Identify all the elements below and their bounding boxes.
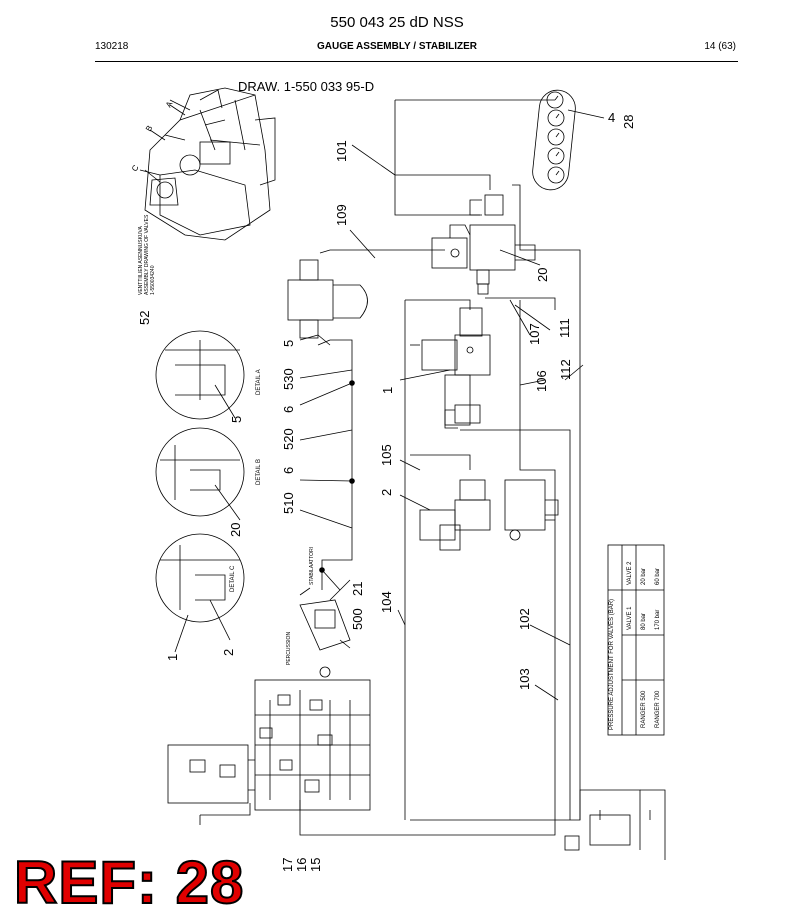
pressure-col-valve2: VALVE 2 — [627, 561, 633, 585]
pressure-table-grid — [607, 544, 665, 736]
pressure-col-valve1: VALVE 1 — [627, 606, 633, 630]
callout-28: 28 — [621, 115, 636, 129]
document-number: 130218 — [95, 41, 129, 52]
callout-52: 52 — [137, 311, 152, 325]
callout-106: 106 — [534, 370, 549, 392]
detail-circles — [155, 330, 245, 623]
callout-21: 21 — [350, 582, 365, 596]
assembly-note-line-2: ASSEMBLY DRAWING OF VALVES — [144, 214, 150, 295]
valve-block-1 — [421, 307, 491, 429]
section-title: GAUGE ASSEMBLY / STABILIZER — [316, 41, 478, 52]
assembly-note: VENTTIILIEN ASENNUSKUVA ASSEMBLY DRAWING… — [138, 214, 156, 295]
junction-dots — [319, 380, 355, 573]
gauge-panel — [532, 89, 605, 191]
callout-109: 109 — [334, 204, 349, 226]
pressure-row-700-valve1: 170 bar — [655, 610, 661, 630]
accumulator — [287, 259, 368, 346]
drawing-reference: DRAW. 1-550 033 95-D — [238, 79, 374, 94]
callout-2-detail: 2 — [221, 649, 236, 656]
callout-6-lower: 6 — [281, 467, 296, 474]
callout-5-detail: 5 — [229, 416, 244, 423]
callout-112: 112 — [558, 359, 573, 380]
callout-510: 510 — [281, 492, 296, 514]
callout-103: 103 — [517, 668, 532, 690]
callout-102: 102 — [517, 608, 532, 630]
callout-530: 530 — [281, 368, 296, 390]
assembly-view — [139, 87, 276, 241]
callout-20-top: 20 — [535, 268, 550, 282]
callout-1-main: 1 — [380, 387, 395, 394]
callout-107: 107 — [527, 323, 542, 345]
callout-111: 111 — [557, 318, 572, 338]
callout-2-main: 2 — [379, 489, 394, 496]
callout-20-detail: 20 — [228, 523, 243, 537]
hydraulic-schematic — [167, 666, 631, 851]
callout-6-upper: 6 — [281, 406, 296, 413]
pressure-table-title: PRESSURE ADJUSTMENT FOR VALVES (BAR) — [609, 599, 615, 730]
callout-105: 105 — [379, 444, 394, 466]
callout-5-main: 5 — [281, 340, 296, 347]
stabilizer-valve — [299, 587, 351, 651]
callout-17: 17 — [280, 858, 295, 872]
page-number: 14 (63) — [704, 41, 736, 52]
callout-520: 520 — [281, 428, 296, 450]
assembly-note-line-3: 1-550034240 — [150, 265, 156, 295]
component-labels: STABILAATTORI PERCUSSION — [286, 547, 315, 665]
pressure-row-700-valve2: 60 bar — [655, 568, 661, 585]
marker-a: A — [164, 99, 175, 109]
pressure-row-500-valve1: 80 bar — [641, 613, 647, 630]
callout-1-detail: 1 — [165, 654, 180, 661]
detail-b-caption: DETAIL B — [256, 459, 262, 485]
stabilizer-label: STABILAATTORI — [309, 547, 315, 585]
callout-16: 16 — [294, 858, 309, 872]
callout-15: 15 — [308, 858, 323, 872]
valve-block-2 — [419, 479, 559, 551]
pressure-table: PRESSURE ADJUSTMENT FOR VALVES (BAR) VAL… — [609, 561, 661, 730]
solenoid-valve-block — [431, 194, 536, 295]
marker-b: B — [144, 124, 154, 133]
detail-markers: A B C — [130, 99, 175, 173]
marker-c: C — [130, 163, 141, 173]
pressure-row-500-name: RANGER 500 — [641, 690, 647, 728]
document-title: 550 043 25 dD NSS — [330, 14, 464, 31]
percussion-label: PERCUSSION — [286, 632, 292, 665]
ref-badge: REF: 28 — [13, 848, 245, 917]
callout-4: 4 — [608, 110, 615, 125]
callout-500: 500 — [350, 608, 365, 630]
detail-c-caption: DETAIL C — [230, 565, 236, 592]
callout-labels: 4 28 101 109 20 107 111 5 530 6 1 106 11… — [137, 110, 636, 872]
callout-101: 101 — [334, 140, 349, 162]
callout-104: 104 — [379, 591, 394, 613]
header-rule — [95, 61, 738, 62]
leader-lines — [144, 104, 584, 701]
assembly-note-line-1: VENTTIILIEN ASENNUSKUVA — [138, 226, 144, 295]
hose-lines — [299, 99, 666, 860]
detail-a-caption: DETAIL A — [256, 369, 262, 395]
detail-captions: DETAIL A DETAIL B DETAIL C — [230, 369, 262, 592]
pressure-row-500-valve2: 20 bar — [641, 568, 647, 585]
pressure-row-700-name: RANGER 700 — [655, 690, 661, 728]
